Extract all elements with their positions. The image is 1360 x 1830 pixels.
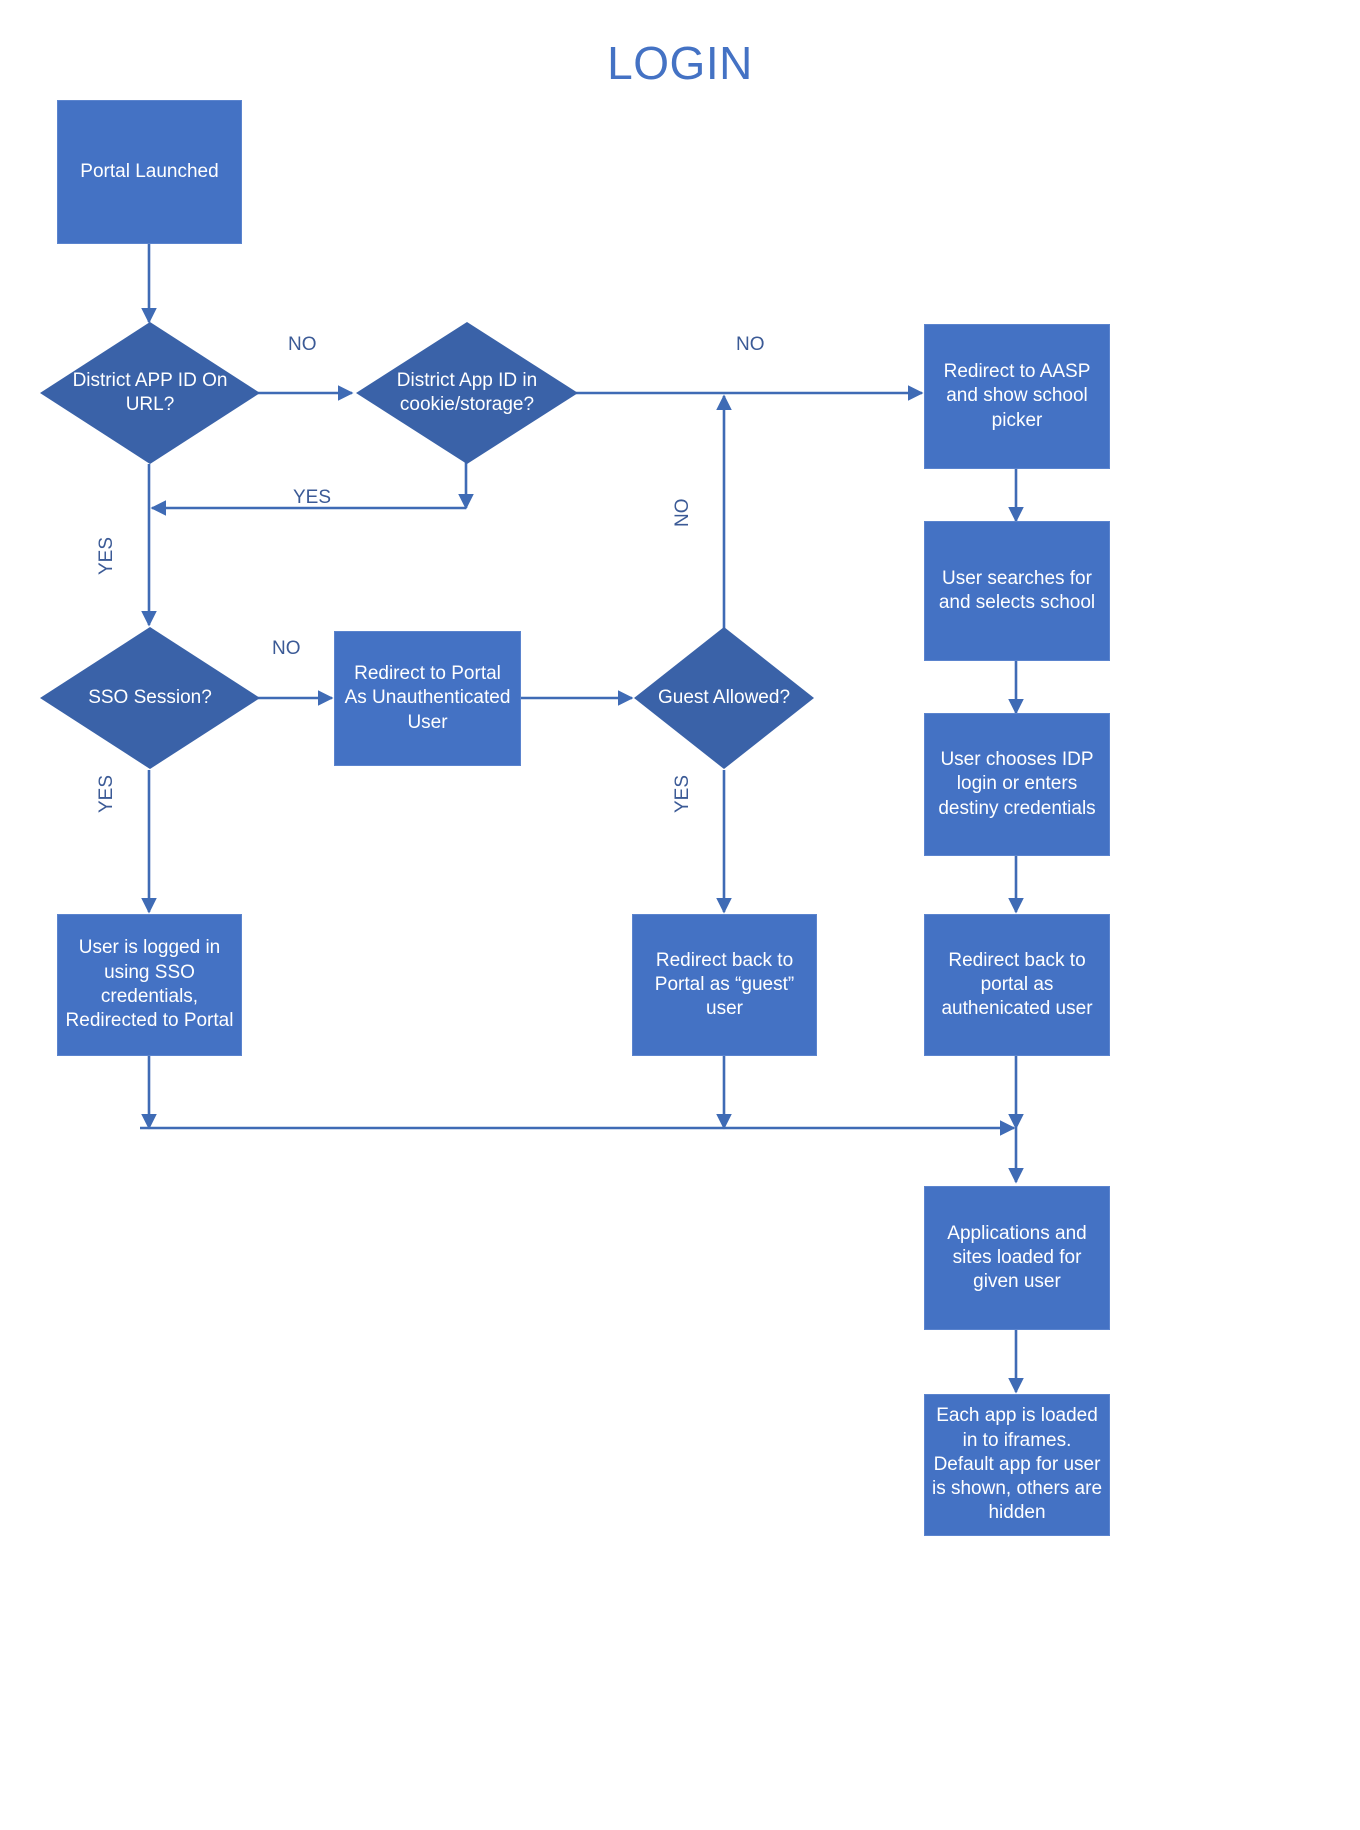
node-redirect-unauth[interactable]: Redirect to Portal As Unauthenticated Us… bbox=[334, 631, 521, 766]
node-redirect-authenicated-label: Redirect back to portal as authenicated … bbox=[941, 949, 1093, 1020]
node-district-app-id-cookie[interactable]: District App ID in cookie/storage? bbox=[356, 322, 578, 464]
node-redirect-unauth-label: Redirect to Portal As Unauthenticated Us… bbox=[344, 663, 511, 733]
edge-label-no-sso-to-unauth: NO bbox=[272, 638, 301, 659]
edge-label-no-url-to-cookie: NO bbox=[288, 334, 317, 355]
node-redirect-guest[interactable]: Redirect back to Portal as “guest” user bbox=[632, 914, 817, 1056]
node-iframes-loaded[interactable]: Each app is loaded in to iframes. Defaul… bbox=[924, 1394, 1110, 1536]
node-redirect-guest-label: Redirect back to Portal as “guest” user bbox=[654, 949, 795, 1020]
node-user-logged-in-sso[interactable]: User is logged in using SSO credentials,… bbox=[57, 914, 242, 1056]
node-redirect-authenicated[interactable]: Redirect back to portal as authenicated … bbox=[924, 914, 1110, 1056]
node-guest-allowed[interactable]: Guest Allowed? bbox=[634, 627, 814, 769]
diamond-shape bbox=[356, 322, 578, 464]
node-portal-launched-label: Portal Launched bbox=[80, 160, 219, 182]
node-redirect-aasp[interactable]: Redirect to AASP and show school picker bbox=[924, 324, 1110, 469]
edge-label-no-guest-up: NO bbox=[672, 498, 693, 528]
edge-label-yes-sso-down: YES bbox=[96, 774, 117, 813]
edge-label-yes-guest-down: YES bbox=[672, 774, 693, 813]
node-iframes-loaded-label: Each app is loaded in to iframes. Defaul… bbox=[931, 1405, 1103, 1524]
node-user-logged-in-sso-label: User is logged in using SSO credentials,… bbox=[65, 937, 234, 1032]
edge-label-yes-url-down: YES bbox=[96, 536, 117, 575]
node-apps-loaded[interactable]: Applications and sites loaded for given … bbox=[924, 1186, 1110, 1330]
node-user-searches-school-label: User searches for and selects school bbox=[938, 567, 1096, 613]
node-apps-loaded-label: Applications and sites loaded for given … bbox=[947, 1222, 1087, 1293]
node-user-chooses-idp-label: User chooses IDP login or enters destiny… bbox=[938, 749, 1096, 819]
diamond-shape bbox=[40, 322, 260, 464]
page-title: LOGIN bbox=[607, 37, 753, 89]
node-user-chooses-idp[interactable]: User chooses IDP login or enters destiny… bbox=[924, 713, 1110, 856]
node-sso-session[interactable]: SSO Session? bbox=[40, 627, 260, 769]
edge-label-yes-cookie-back: YES bbox=[293, 487, 332, 508]
node-portal-launched[interactable]: Portal Launched bbox=[57, 100, 242, 244]
node-redirect-aasp-label: Redirect to AASP and show school picker bbox=[943, 361, 1091, 431]
node-user-searches-school[interactable]: User searches for and selects school bbox=[924, 521, 1110, 661]
node-district-app-id-url[interactable]: District APP ID On URL? bbox=[40, 322, 260, 464]
diamond-shape bbox=[40, 627, 260, 769]
diamond-shape bbox=[634, 627, 814, 769]
edge-label-no-cookie-to-aasp: NO bbox=[736, 334, 765, 355]
